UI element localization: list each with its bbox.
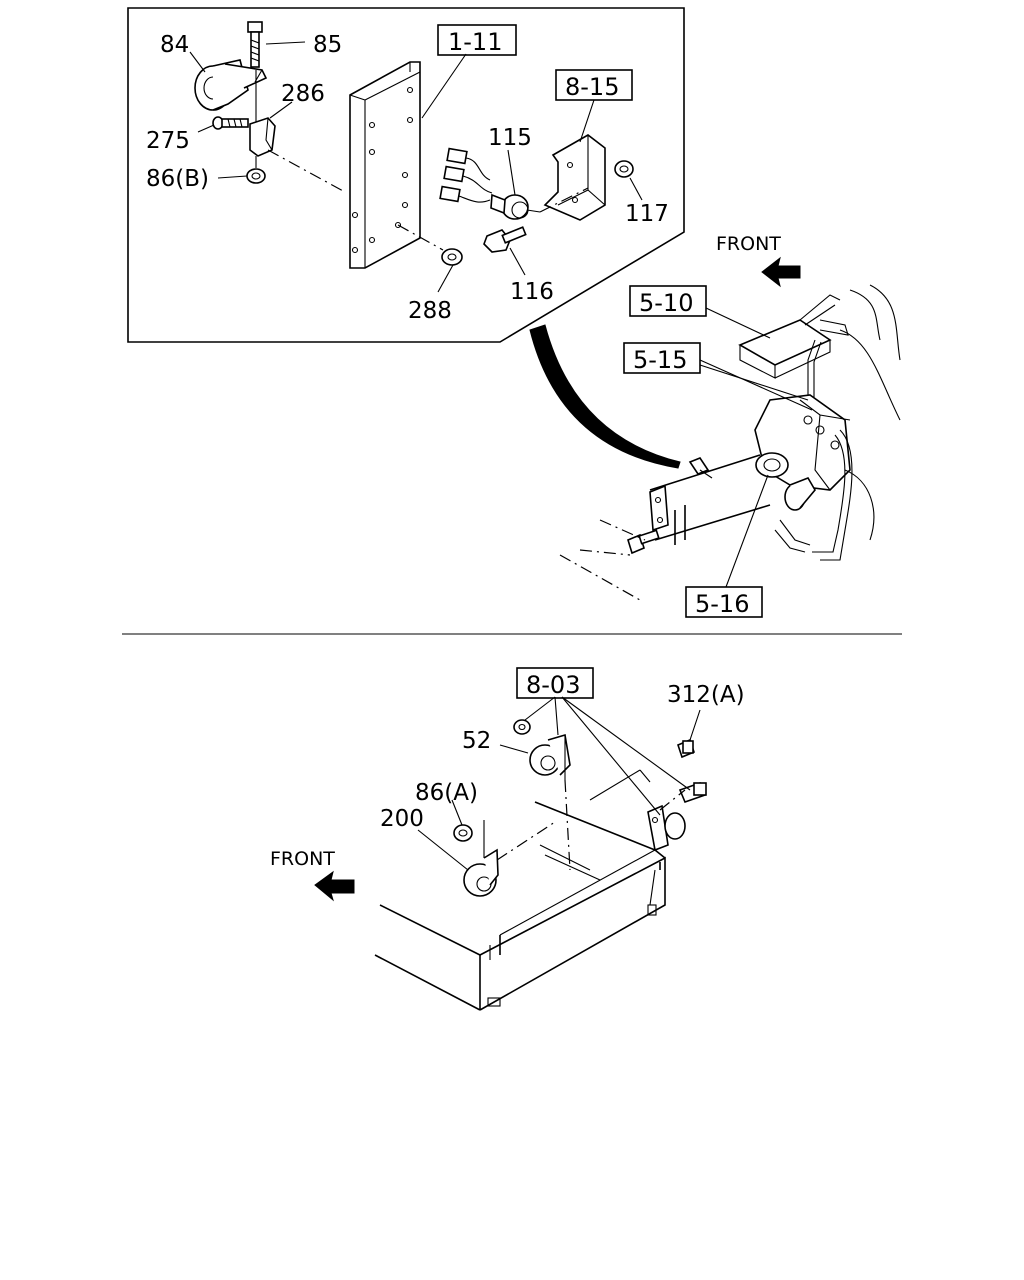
bolt-85 [247, 21, 263, 125]
ref-5-10: 5-10 [639, 289, 693, 317]
bracket-8-15 [543, 134, 606, 221]
mount-52 [529, 733, 571, 780]
callout-275: 275 [146, 128, 190, 154]
top-dash-lines [559, 519, 646, 601]
front-label-top: FRONT [716, 233, 781, 255]
top-leader-lines [189, 41, 643, 293]
nut-117 [614, 160, 634, 178]
bolt-275 [212, 116, 249, 130]
nut-86a [453, 824, 473, 842]
ref-1-11: 1-11 [448, 28, 502, 56]
front-label-bottom: FRONT [270, 848, 335, 870]
callout-115: 115 [488, 125, 532, 151]
mounting-bracket [349, 61, 421, 269]
ref-5-16: 5-16 [695, 590, 749, 618]
bolt-312a [677, 738, 707, 804]
front-arrow-top-icon [761, 256, 801, 288]
centerline-bracket-815 [539, 187, 589, 213]
bottom-boxed-refs: 8-03 [516, 667, 594, 699]
engine-chassis-view [627, 284, 901, 561]
ref-8-03: 8-03 [526, 671, 580, 699]
clamp-286 [249, 117, 276, 157]
inset-pointer-arrow [529, 324, 681, 469]
callout-84: 84 [160, 32, 189, 58]
front-arrow-bottom-icon [314, 870, 355, 902]
top-front-indicator: FRONT [716, 233, 801, 288]
bottom-dash-lines [496, 779, 686, 871]
callout-286: 286 [281, 81, 325, 107]
nut-86b [246, 156, 266, 184]
callout-117: 117 [625, 201, 669, 227]
nut-288 [441, 248, 463, 266]
top-callouts: 84 85 286 275 86(B) 115 117 116 288 [146, 32, 669, 324]
callout-52: 52 [462, 728, 491, 754]
switch-assembly-115 [439, 147, 541, 220]
bottom-callouts: 312(A) 52 86(A) 200 [380, 682, 745, 832]
callout-312a: 312(A) [667, 682, 745, 708]
callout-200: 200 [380, 806, 424, 832]
frame-crossmember [374, 769, 666, 1011]
callout-288: 288 [408, 298, 452, 324]
bottom-leader-lines [417, 696, 701, 871]
lower-bracket [647, 804, 686, 852]
centerline-bracket [267, 149, 346, 193]
right-leader-lines [699, 307, 813, 588]
bottom-front-indicator: FRONT [270, 848, 355, 902]
callout-116: 116 [510, 279, 554, 305]
centerline-nut-288 [397, 224, 444, 251]
callout-86b: 86(B) [146, 166, 209, 192]
callout-86a: 86(A) [415, 780, 478, 806]
ref-5-15: 5-15 [633, 346, 687, 374]
nut-8-03 [513, 719, 531, 735]
mount-200 [463, 820, 499, 897]
callout-85: 85 [313, 32, 342, 58]
detail-inset-panel [127, 7, 685, 343]
bolt-116 [483, 226, 527, 253]
top-boxed-refs: 1-11 8-15 5-10 5-15 5-16 [437, 24, 763, 618]
ref-8-15: 8-15 [565, 73, 619, 101]
